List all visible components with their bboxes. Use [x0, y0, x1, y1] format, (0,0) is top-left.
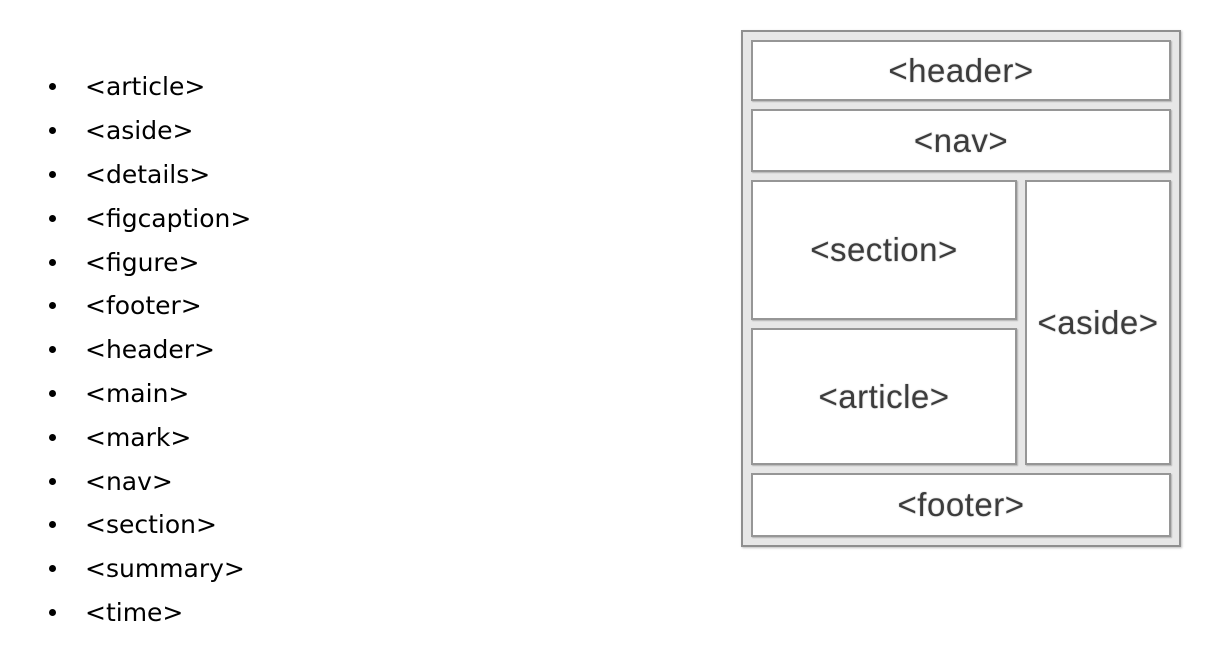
bullet-icon [49, 433, 56, 441]
list-item-main: <main> [49, 372, 251, 416]
diagram-box-footer: <footer> [751, 473, 1171, 537]
list-item-figure: <figure> [49, 240, 251, 284]
diagram-box-article: <article> [751, 328, 1017, 465]
list-item-label: <time> [85, 597, 184, 627]
list-item-time: <time> [49, 591, 251, 635]
list-item-label: <aside> [85, 116, 194, 146]
semantic-layout-diagram: <header> <nav> <section> <aside> <articl… [741, 30, 1181, 547]
list-item-mark: <mark> [49, 415, 251, 459]
bullet-icon [49, 83, 56, 91]
bullet-icon [49, 170, 56, 178]
bullet-icon [49, 477, 56, 485]
list-item-nav: <nav> [49, 459, 251, 503]
list-item-label: <details> [85, 159, 211, 189]
bullet-icon [49, 258, 56, 266]
list-item-label: <section> [85, 510, 217, 540]
diagram-box-section: <section> [751, 180, 1017, 320]
list-item-article: <article> [49, 65, 251, 109]
list-item-details: <details> [49, 153, 251, 197]
list-item-label: <summary> [85, 554, 245, 584]
list-item-label: <main> [85, 378, 190, 408]
list-item-summary: <summary> [49, 547, 251, 591]
diagram-box-aside: <aside> [1025, 180, 1171, 465]
diagram-box-header: <header> [751, 40, 1171, 101]
list-item-figcaption: <figcaption> [49, 196, 251, 240]
list-item-aside: <aside> [49, 109, 251, 153]
list-item-label: <header> [85, 335, 215, 365]
bullet-icon [49, 214, 56, 222]
diagram-box-nav: <nav> [751, 109, 1171, 172]
bullet-icon [49, 127, 56, 135]
bullet-icon [49, 608, 56, 616]
bullet-icon [49, 302, 56, 310]
list-item-label: <figcaption> [85, 203, 252, 233]
list-item-footer: <footer> [49, 284, 251, 328]
bullet-icon [49, 521, 56, 529]
bullet-icon [49, 346, 56, 354]
semantic-elements-list: <article> <aside> <details> <figcaption>… [49, 65, 251, 634]
list-item-label: <nav> [85, 466, 173, 496]
list-item-header: <header> [49, 328, 251, 372]
bullet-icon [49, 389, 56, 397]
list-item-label: <mark> [85, 422, 192, 452]
list-item-label: <footer> [85, 291, 202, 321]
list-item-label: <article> [85, 72, 206, 102]
bullet-icon [49, 565, 56, 573]
list-item-label: <figure> [85, 247, 200, 277]
list-item-section: <section> [49, 503, 251, 547]
